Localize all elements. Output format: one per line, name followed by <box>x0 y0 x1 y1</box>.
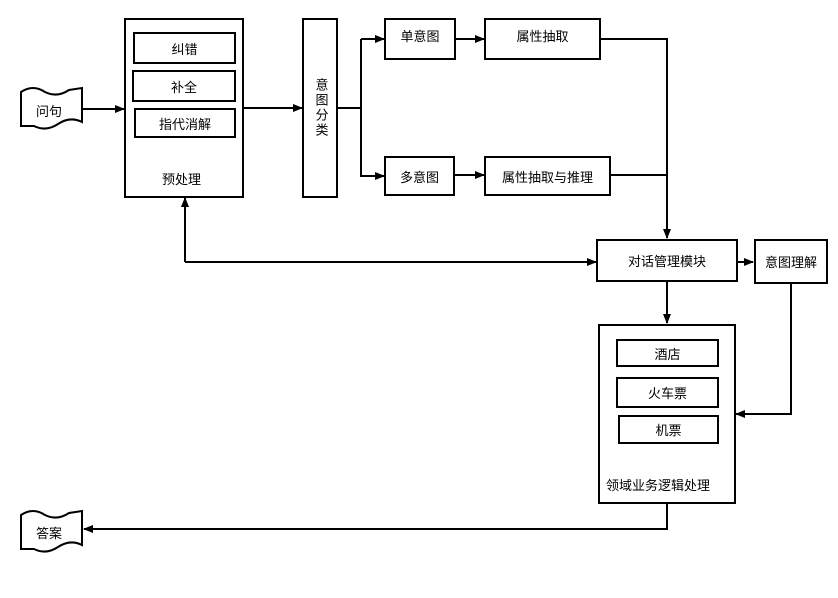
attr-extract-reason-box[interactable]: 属性抽取与推理 <box>484 156 611 196</box>
connector-classify-split <box>337 39 362 109</box>
preprocess-title: 预处理 <box>162 173 202 188</box>
attr-extract-box[interactable]: 属性抽取 <box>484 18 601 60</box>
domain-item-train-ticket[interactable]: 火车票 <box>616 377 719 408</box>
preprocess-item-coreference[interactable]: 指代消解 <box>134 108 236 138</box>
arrow-to-multi-intent <box>360 108 385 180</box>
arrow-intent-to-domain <box>735 284 792 418</box>
domain-item-flight-ticket[interactable]: 机票 <box>618 415 719 444</box>
intent-classify-label: 意图分类 <box>312 78 328 138</box>
dialog-manager-box[interactable]: 对话管理模块 <box>596 239 738 282</box>
domain-logic-title: 领域业务逻辑处理 <box>606 479 711 494</box>
connector-extract-to-dialog <box>600 38 668 175</box>
input-doc-shape <box>20 86 83 130</box>
intent-classify-module[interactable]: 意图分类 <box>302 18 338 198</box>
multi-intent-box[interactable]: 多意图 <box>384 156 455 196</box>
preprocess-item-completion[interactable]: 补全 <box>132 70 236 102</box>
output-doc-shape <box>20 509 83 553</box>
arrow-domain-to-answer <box>83 503 668 533</box>
arrow-reason-to-dialog <box>610 174 671 239</box>
input-doc-label: 问句 <box>36 105 63 120</box>
preprocess-item-correction[interactable]: 纠错 <box>133 32 236 64</box>
output-doc-label: 答案 <box>36 527 63 542</box>
single-intent-box[interactable]: 单意图 <box>384 18 456 60</box>
intent-understand-box[interactable]: 意图理解 <box>754 239 828 284</box>
domain-item-hotel[interactable]: 酒店 <box>616 339 719 367</box>
